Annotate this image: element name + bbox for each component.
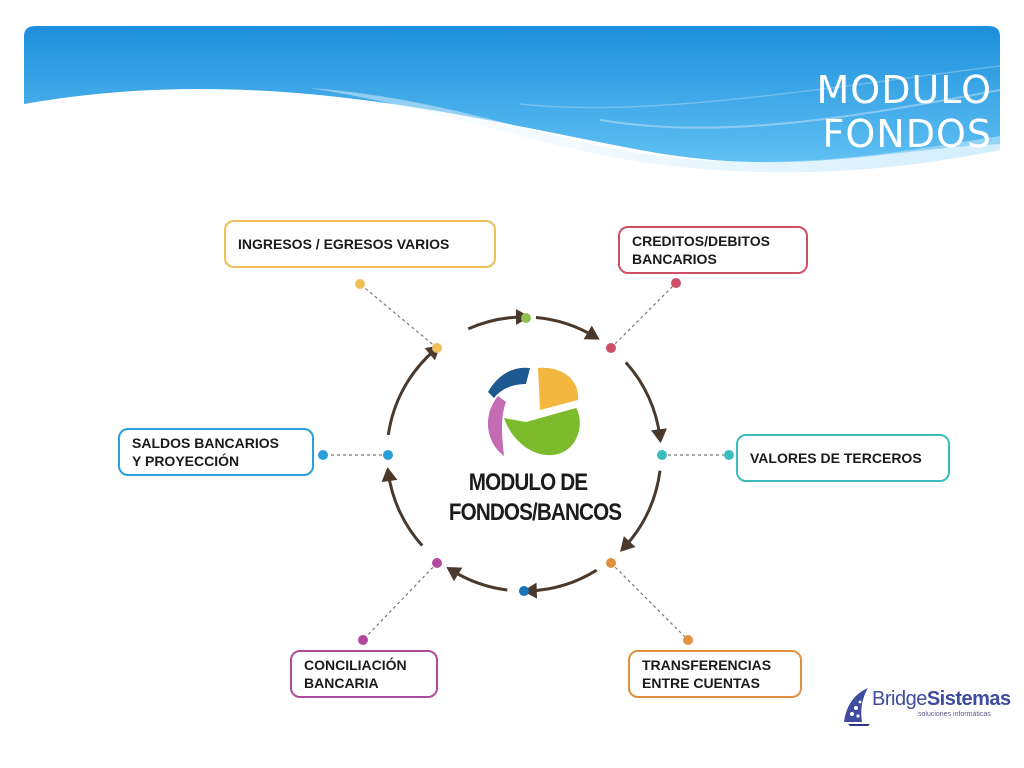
node-ingresos-egresos: INGRESOS / EGRESOS VARIOS	[224, 220, 496, 268]
node-creditos-line2: BANCARIOS	[632, 251, 717, 267]
node-creditos-debitos: CREDITOS/DEBITOS BANCARIOS	[618, 226, 808, 274]
connector-line-conciliacion	[362, 562, 438, 641]
arrowhead-icon	[522, 582, 538, 599]
brand-logo: BridgeSistemas soluciones informáticas	[840, 684, 1011, 728]
inner-dot-conciliacion	[432, 558, 442, 568]
connector-line-creditos	[610, 282, 677, 349]
outer-dot-conciliacion	[358, 635, 368, 645]
brand-name: BridgeSistemas	[872, 688, 1011, 710]
node-saldos-bancarios: SALDOS BANCARIOS Y PROYECCIÓN	[118, 428, 314, 476]
cycle-arc	[450, 568, 508, 592]
brand-tagline: soluciones informáticas	[918, 711, 991, 718]
node-creditos-line1: CREDITOS/DEBITOS	[632, 233, 770, 249]
center-title-line1: MODULO DE	[468, 469, 588, 496]
connector-dots	[318, 278, 734, 645]
node-conciliacion-line2: BANCARIA	[304, 675, 379, 691]
node-saldos-line1: SALDOS BANCARIOS	[132, 435, 280, 451]
inner-dot-transferencias	[606, 558, 616, 568]
inner-dot-valores	[657, 450, 667, 460]
node-conciliacion: CONCILIACIÓN BANCARIA	[290, 650, 438, 698]
arrowhead-icon	[381, 467, 398, 483]
inner-dot-ingresos	[432, 343, 442, 353]
center-title-line2: FONDOS/BANCOS	[448, 499, 622, 526]
cycle-arc	[386, 347, 437, 436]
node-valores-line1: VALORES DE TERCEROS	[750, 450, 922, 466]
arrowhead-icon	[583, 325, 600, 340]
cycle-arc	[535, 316, 596, 338]
header-banner	[24, 26, 1001, 173]
outer-dot-ingresos	[355, 279, 365, 289]
connector-line-transferencias	[610, 562, 689, 641]
cycle-arrows	[381, 309, 667, 599]
cycle-arc	[624, 361, 662, 438]
cycle-arc	[623, 470, 662, 549]
outer-dot-valores	[724, 450, 734, 460]
logo-segment-navy	[488, 367, 530, 398]
cycle-arc	[467, 315, 525, 331]
cycle-dot-top	[521, 313, 531, 323]
node-transferencias-line2: ENTRE CUENTAS	[642, 675, 760, 691]
logo-segment-orange	[538, 367, 579, 410]
outer-dot-saldos	[318, 450, 328, 460]
node-conciliacion-line1: CONCILIACIÓN	[304, 657, 407, 673]
center-title: MODULO DE FONDOS/BANCOS	[448, 468, 622, 528]
connector-lines	[323, 282, 729, 641]
node-ingresos-line1: INGRESOS / EGRESOS VARIOS	[238, 236, 450, 252]
cycle-dot-bottom	[519, 586, 529, 596]
connector-line-ingresos	[359, 283, 438, 349]
arrowhead-icon	[446, 567, 463, 582]
node-transferencias: TRANSFERENCIAS ENTRE CUENTAS	[628, 650, 802, 698]
logo-segment-green	[504, 408, 580, 456]
bridge-sail-icon	[844, 688, 870, 726]
node-valores-terceros: VALORES DE TERCEROS	[736, 434, 950, 482]
arrowhead-icon	[620, 536, 636, 552]
cycle-arc	[528, 568, 598, 593]
outer-dot-transferencias	[683, 635, 693, 645]
inner-dot-saldos	[383, 450, 393, 460]
module-logo-icon	[487, 367, 580, 456]
inner-dot-creditos	[606, 343, 616, 353]
logo-segment-pink	[487, 396, 506, 456]
node-transferencias-line1: TRANSFERENCIAS	[642, 657, 772, 673]
arrowhead-icon	[651, 428, 667, 444]
page-title: MODULO FONDOS	[816, 68, 992, 156]
node-saldos-line2: Y PROYECCIÓN	[132, 453, 240, 469]
outer-dot-creditos	[671, 278, 681, 288]
cycle-arc	[386, 472, 424, 547]
